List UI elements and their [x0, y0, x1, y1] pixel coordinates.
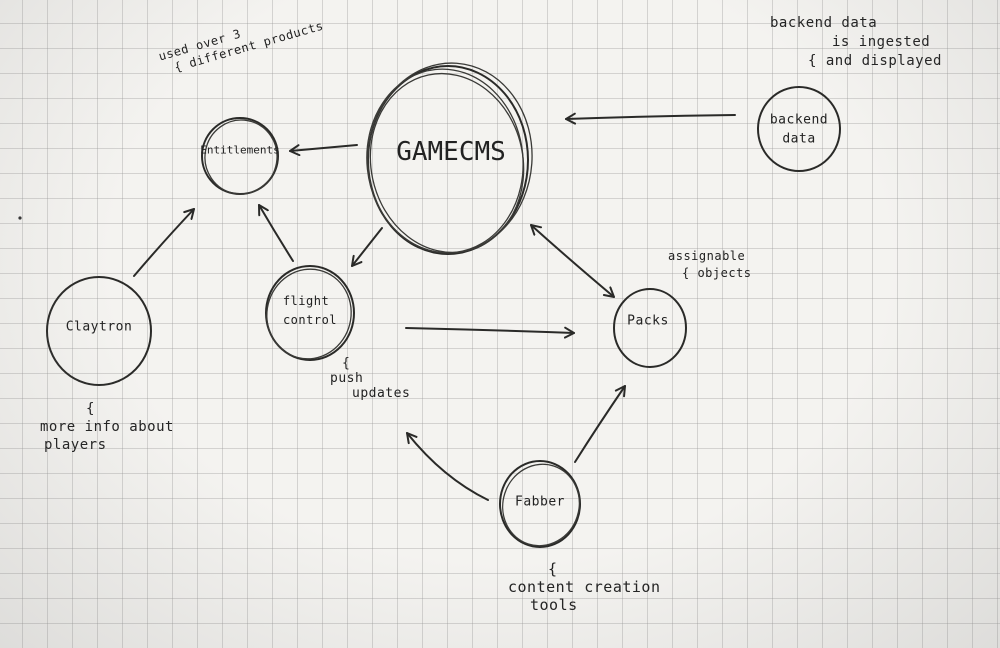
claytron-label: Claytron: [65, 319, 133, 335]
packs-label: Packs: [627, 313, 669, 329]
backend-data-label-line2: data: [782, 131, 816, 147]
fabber-note-line1: {: [548, 560, 558, 578]
packs-note-line2: { objects: [682, 266, 752, 280]
backend-data-circle: [757, 86, 841, 172]
entitlements-label: Entitlements: [200, 143, 280, 157]
flight-control-note-line1: {: [342, 356, 351, 371]
claytron-note-line3: players: [44, 437, 107, 453]
backend-data-label-line1: backend: [769, 112, 829, 128]
packs-note: assignable { objects: [668, 248, 752, 282]
arrow-gamecms-to-flight-control: [351, 227, 383, 267]
fabber-circle: [499, 460, 581, 548]
fabber-label: Fabber: [515, 494, 565, 510]
arrow-gamecms-packs-bidirectional: [530, 224, 615, 298]
backend-data-note: backend data is ingested { and displayed: [770, 14, 942, 71]
arrow-gamecms-to-entitlements: [289, 144, 358, 157]
backend-data-note-line3: { and displayed: [808, 53, 942, 69]
arrow-flight-control-to-entitlements: [258, 204, 294, 262]
flight-control-note: { push updates: [330, 356, 410, 401]
arrow-flight-control-to-packs: [405, 326, 575, 339]
flight-control-circle: [265, 265, 355, 361]
arrow-claytron-to-entitlements: [133, 208, 195, 277]
claytron-note: { more info about players: [40, 400, 174, 454]
flight-control-label-line2: control: [282, 313, 338, 327]
fabber-note-line3: tools: [530, 596, 578, 614]
packs-note-line1: assignable: [668, 249, 746, 263]
claytron-note-line2: more info about: [40, 419, 174, 435]
entitlements-circle: [201, 117, 279, 195]
flight-control-note-line2: push: [330, 371, 364, 386]
arrow-backend-to-gamecms: [565, 112, 736, 125]
flight-control-note-line3: updates: [352, 386, 411, 401]
pencil-dot: [18, 216, 22, 220]
backend-data-note-line1: backend data: [770, 15, 878, 31]
arrow-fabber-to-packs: [574, 385, 626, 463]
backend-data-note-line2: is ingested: [832, 34, 931, 50]
fabber-note: { content creation tools: [508, 560, 661, 614]
claytron-note-line1: {: [86, 401, 95, 417]
gamecms-circle: [366, 62, 533, 255]
packs-circle: [613, 288, 687, 368]
flight-control-label-line1: flight: [282, 294, 330, 308]
gamecms-label: GAMECMS: [396, 137, 506, 167]
fabber-note-line2: content creation: [508, 578, 661, 596]
claytron-circle: [46, 276, 152, 386]
arrow-fabber-to-push-updates: [406, 432, 489, 501]
